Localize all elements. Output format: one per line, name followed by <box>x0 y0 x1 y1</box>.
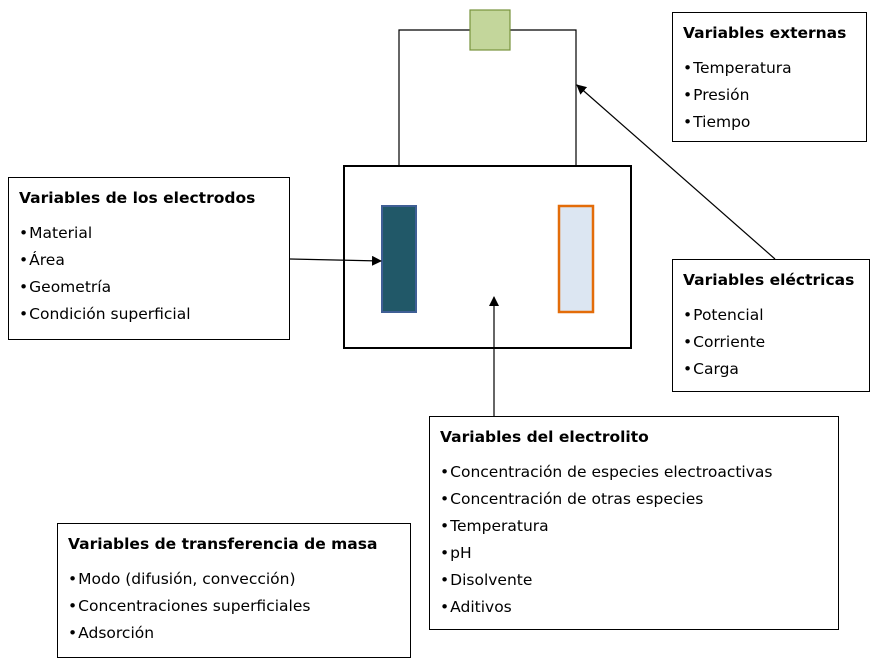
external-variables-list: Temperatura Presión Tiempo <box>683 55 856 136</box>
list-item: Material <box>19 220 279 247</box>
list-item: Concentración de otras especies <box>440 486 828 513</box>
arrow-electrodos-to-electrode <box>289 255 382 266</box>
working-electrode <box>381 205 417 313</box>
electrical-variables-title: Variables eléctricas <box>683 271 855 289</box>
electrical-variables-list: Potencial Corriente Carga <box>683 302 859 383</box>
power-source <box>469 9 511 51</box>
mass-transfer-variables-box: Variables de transferencia de masa Modo … <box>57 523 411 658</box>
list-item: Área <box>19 247 279 274</box>
list-item: pH <box>440 540 828 567</box>
list-item: Carga <box>683 356 859 383</box>
electrode-variables-box: Variables de los electrodos Material Áre… <box>8 177 290 340</box>
list-item: Disolvente <box>440 567 828 594</box>
list-item: Concentración de especies electroactivas <box>440 459 828 486</box>
list-item: Adsorción <box>68 620 400 647</box>
list-item: Concentraciones superficiales <box>68 593 400 620</box>
electrode-variables-list: Material Área Geometría Condición superf… <box>19 220 279 328</box>
external-variables-box: Variables externas Temperatura Presión T… <box>672 12 867 142</box>
electrolyte-variables-box: Variables del electrolito Concentración … <box>429 416 839 630</box>
list-item: Potencial <box>683 302 859 329</box>
electrolyte-variables-title: Variables del electrolito <box>440 428 649 446</box>
electrode-variables-title: Variables de los electrodos <box>19 189 256 207</box>
mass-transfer-variables-list: Modo (difusión, convección) Concentracio… <box>68 566 400 647</box>
list-item: Tiempo <box>683 109 856 136</box>
list-item: Temperatura <box>440 513 828 540</box>
list-item: Aditivos <box>440 594 828 621</box>
external-variables-title: Variables externas <box>683 24 847 42</box>
counter-electrode <box>557 204 595 314</box>
list-item: Modo (difusión, convección) <box>68 566 400 593</box>
arrow-electricas-to-circuit <box>576 84 776 260</box>
list-item: Presión <box>683 82 856 109</box>
circuit-wire-left <box>398 29 470 206</box>
list-item: Condición superficial <box>19 301 279 328</box>
circuit-wire-right <box>510 29 577 206</box>
list-item: Geometría <box>19 274 279 301</box>
electrical-variables-box: Variables eléctricas Potencial Corriente… <box>672 259 870 392</box>
list-item: Corriente <box>683 329 859 356</box>
mass-transfer-variables-title: Variables de transferencia de masa <box>68 535 378 553</box>
electrolyte-variables-list: Concentración de especies electroactivas… <box>440 459 828 621</box>
list-item: Temperatura <box>683 55 856 82</box>
